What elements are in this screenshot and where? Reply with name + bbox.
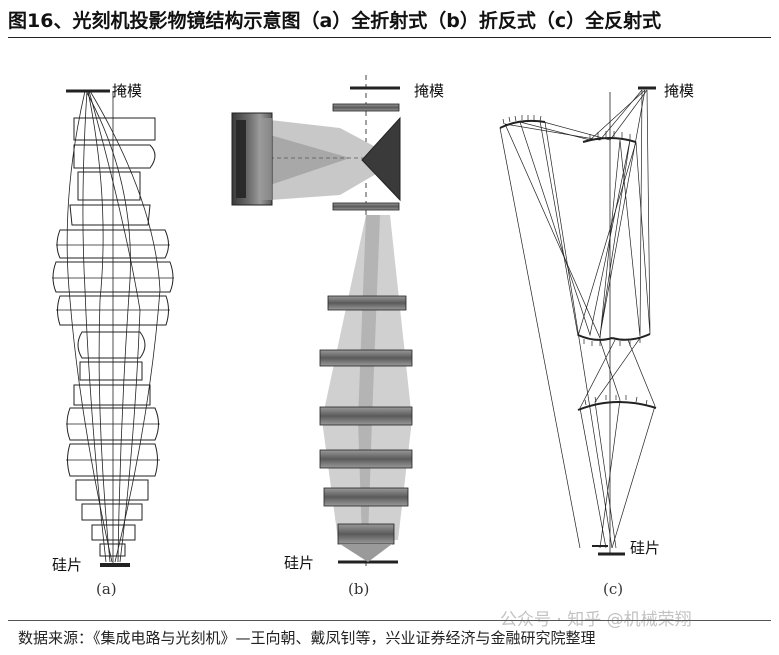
panel-c-caption: (c) <box>603 580 624 598</box>
panel-c-rays <box>499 89 656 549</box>
panel-b-caption: (b) <box>348 580 370 598</box>
panel-b-upper-lens-1 <box>332 103 400 112</box>
panel-b-lens-group-5 <box>323 487 409 507</box>
panel-a-rays <box>66 90 161 565</box>
panel-c-mirror-hatching <box>502 115 648 406</box>
panel-c-mirror-5 <box>577 401 657 411</box>
panel-a-wafer-label: 硅片 <box>52 556 83 574</box>
panel-b-catadioptric <box>231 75 413 570</box>
panel-a-refractive <box>52 89 174 567</box>
panel-b-upper-lens-2 <box>332 202 400 211</box>
panel-a-lens-lines <box>52 244 174 461</box>
panel-c-mirror-2 <box>582 137 637 143</box>
panel-c-mirror-4 <box>611 333 651 341</box>
panel-c-mask-label: 掩模 <box>664 82 695 100</box>
panel-b-wafer-label: 硅片 <box>284 554 315 572</box>
panel-c-wafer-label: 硅片 <box>630 539 661 557</box>
panel-b-lens-group-6 <box>337 523 395 545</box>
panel-b-lens-group-1 <box>327 295 407 311</box>
panel-a-caption: (a) <box>96 580 117 598</box>
panel-b-lens-group-2 <box>319 349 413 367</box>
panel-b-lens-group-3 <box>319 406 413 426</box>
source-divider <box>8 620 771 621</box>
panel-a-mask-label: 掩模 <box>112 82 143 100</box>
panel-a-lens-stack <box>52 117 174 557</box>
title-divider <box>8 37 771 38</box>
panel-b-mask-label: 掩模 <box>414 82 445 100</box>
figure-title: 图16、光刻机投影物镜结构示意图（a）全折射式（b）折反式（c）全反射式 <box>8 10 662 32</box>
panel-c-mirror-3 <box>577 334 613 341</box>
panel-b-lens-group-4 <box>319 449 413 469</box>
data-source: 数据来源：《集成电路与光刻机》—王向朝、戴凤钊等，兴业证券经济与金融研究院整理 <box>18 629 596 647</box>
panel-b-fold-prism <box>361 116 401 202</box>
panel-c-reflective <box>499 86 657 556</box>
